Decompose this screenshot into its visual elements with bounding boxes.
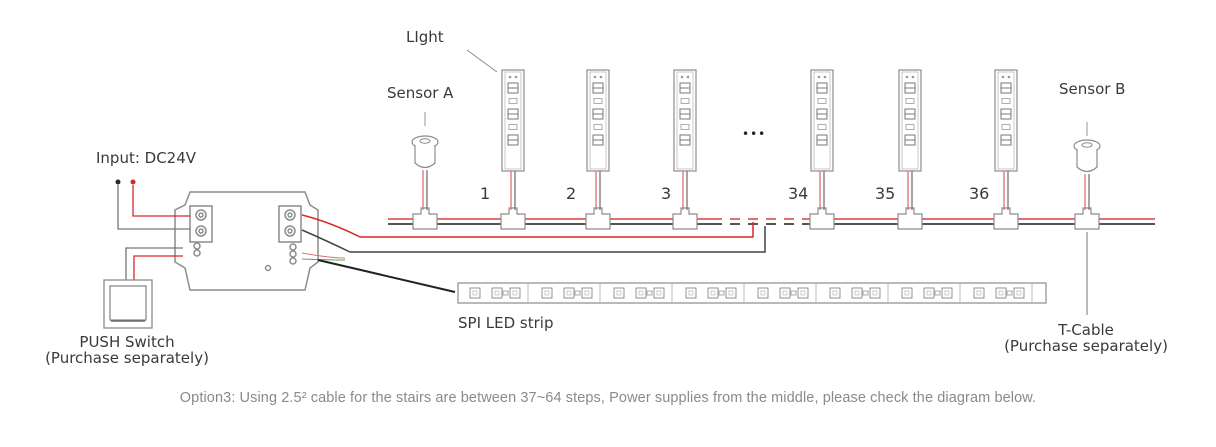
- sensor-b-label: Sensor B: [1059, 80, 1126, 98]
- t-connector: [897, 207, 923, 230]
- step-number: 1: [480, 184, 491, 203]
- step-light: [501, 69, 525, 210]
- light-label: LIght: [406, 28, 444, 46]
- led-segment: [541, 284, 601, 302]
- t-connector: [585, 207, 611, 230]
- sensor-a-label: Sensor A: [387, 84, 454, 102]
- step-light: [994, 69, 1018, 210]
- led-segment: [469, 284, 529, 302]
- led-segment: [901, 284, 961, 302]
- step-number: 35: [875, 184, 896, 203]
- push-switch-label: PUSH Switch (Purchase separately): [45, 333, 209, 368]
- output-wires: [301, 214, 766, 293]
- input-wires: [115, 179, 190, 230]
- spi-led-strip: [457, 282, 1047, 304]
- step-number: 3: [661, 184, 672, 203]
- t-connector: [993, 207, 1019, 230]
- sensor-b: [1073, 122, 1101, 210]
- light-leader: [466, 49, 498, 73]
- t-connectors: [412, 207, 1100, 230]
- step-light: [586, 69, 610, 210]
- caption: Option3: Using 2.5² cable for the stairs…: [179, 390, 1037, 406]
- led-segment: [613, 284, 673, 302]
- step-number: 2: [566, 184, 577, 203]
- t-cable-label: T-Cable (Purchase separately): [1004, 321, 1168, 356]
- t-connector: [672, 207, 698, 230]
- t-cable-title: T-Cable: [1058, 321, 1114, 339]
- step-number: 36: [969, 184, 990, 203]
- step-lights: [501, 69, 1018, 210]
- led-segment: [973, 284, 1033, 302]
- t-connector: [809, 207, 835, 230]
- controller-box: [174, 191, 319, 291]
- t-cable-note: (Purchase separately): [1004, 337, 1168, 356]
- ellipsis-label: •••: [742, 127, 767, 141]
- led-segment: [829, 284, 889, 302]
- led-segment: [757, 284, 817, 302]
- t-connector: [412, 207, 438, 230]
- spi-strip-label: SPI LED strip: [458, 314, 554, 332]
- input-label: Input: DC24V: [96, 149, 197, 167]
- push-switch-note: (Purchase separately): [45, 349, 209, 368]
- sensor-a: [411, 112, 439, 210]
- t-connector: [500, 207, 526, 230]
- step-number: 34: [788, 184, 809, 203]
- push-switch-title: PUSH Switch: [79, 333, 175, 351]
- step-light: [673, 69, 697, 210]
- step-light: [898, 69, 922, 210]
- led-segment: [685, 284, 745, 302]
- push-switch: [103, 247, 183, 329]
- step-light: [810, 69, 834, 210]
- t-connector: [1074, 207, 1100, 230]
